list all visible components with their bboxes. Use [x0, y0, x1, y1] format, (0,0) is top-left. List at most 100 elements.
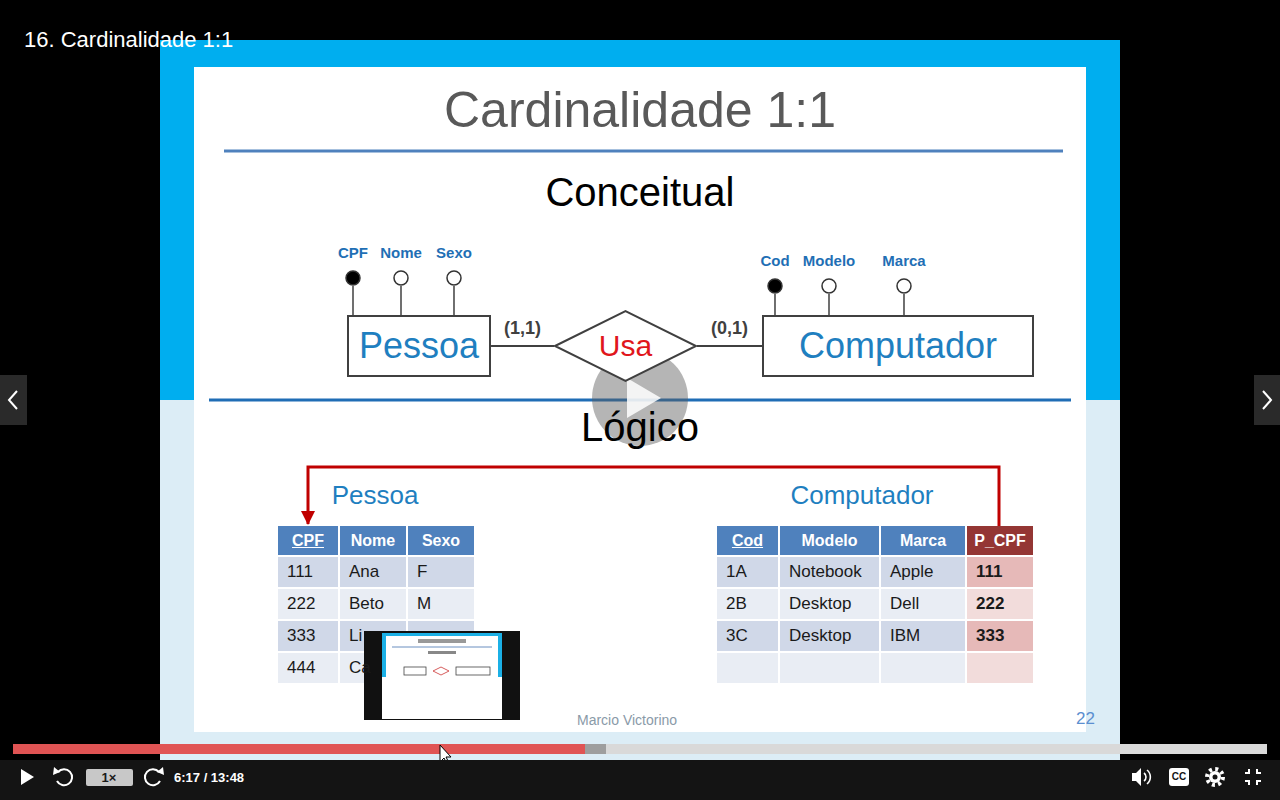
- attribute-circle: [766, 277, 784, 295]
- thumbnail-slide: [382, 633, 502, 719]
- control-bar: [0, 760, 1280, 800]
- table-cell: [881, 621, 965, 651]
- thumbnail-page: [386, 636, 498, 718]
- thumbnail-heading: [428, 651, 456, 654]
- cell-value: Beto: [340, 589, 406, 619]
- table-cell: [278, 621, 338, 651]
- cell-value: 333: [967, 621, 1033, 651]
- table-cell: [717, 557, 778, 587]
- cell-value: 3C: [717, 621, 778, 651]
- attribute: CPF: [338, 244, 368, 287]
- thumbnail-rule: [392, 647, 492, 648]
- cell-value: Ana: [340, 557, 406, 587]
- prev-icon: [9, 391, 17, 409]
- table-cell: [340, 557, 406, 587]
- table-cell: [780, 589, 879, 619]
- connector-line: [453, 286, 455, 315]
- table-cell: [780, 653, 879, 683]
- column-header: CPF: [278, 526, 338, 555]
- cell-value: F: [408, 557, 474, 587]
- table-cell: [881, 653, 965, 683]
- column-header: Cod: [717, 526, 778, 555]
- table-cell: [340, 589, 406, 619]
- table-cell: [780, 557, 879, 587]
- key-attribute-dot: [346, 271, 360, 285]
- cell-value: M: [408, 589, 474, 619]
- next-button: [1254, 375, 1280, 425]
- table-cell: [408, 589, 474, 619]
- attribute-circle: [820, 277, 838, 295]
- attribute: Nome: [380, 244, 422, 287]
- table-header-cell: [340, 526, 406, 555]
- column-header: Marca: [881, 526, 965, 555]
- connector-line: [491, 345, 554, 347]
- video-title: 16. Cardinalidade 1:1: [24, 27, 233, 53]
- section-heading: Lógico: [581, 403, 699, 451]
- cell-value: Apple: [881, 557, 965, 587]
- relationship-diamond: Usa: [554, 310, 697, 382]
- attribute-dot: [822, 279, 836, 293]
- attribute-name: CPF: [338, 244, 368, 262]
- table-header-cell: [967, 526, 1033, 555]
- entity-name: Computador: [799, 325, 997, 367]
- attribute-circle: [895, 277, 913, 295]
- attribute: Cod: [760, 252, 789, 295]
- cell-value: 333: [278, 621, 338, 651]
- table-header-cell: [780, 526, 879, 555]
- table-cell: [717, 621, 778, 651]
- column-header: Nome: [340, 526, 406, 555]
- table-cell: [780, 621, 879, 651]
- entity-name: Pessoa: [359, 325, 479, 367]
- section-heading: Conceitual: [545, 168, 734, 216]
- cell-value: IBM: [881, 621, 965, 651]
- table-name: Pessoa: [332, 480, 419, 510]
- table-cell: [278, 653, 338, 683]
- cell-value: 1A: [717, 557, 778, 587]
- column-header: Sexo: [408, 526, 474, 555]
- column-header: Modelo: [780, 526, 879, 555]
- connector-line: [352, 286, 354, 315]
- column-header: P_CPF: [967, 526, 1033, 555]
- cell-value: Li: [340, 621, 406, 651]
- connector-line: [828, 294, 830, 315]
- play-icon: [21, 769, 34, 785]
- table-cell: [278, 557, 338, 587]
- cell-value: Desktop: [780, 589, 879, 619]
- cell-value: 2B: [717, 589, 778, 619]
- next-icon: [1263, 391, 1271, 409]
- table-name: Computador: [790, 480, 933, 510]
- thumbnail-entity: [456, 667, 490, 675]
- table-header-cell: [717, 526, 778, 555]
- attribute-name: Sexo: [436, 244, 472, 262]
- replay-arrow: [53, 767, 60, 775]
- cell-value: Dell: [881, 589, 965, 619]
- cell-value: 222: [278, 589, 338, 619]
- attribute-name: Modelo: [803, 252, 856, 270]
- table-header-cell: [881, 526, 965, 555]
- attribute-dot: [897, 279, 911, 293]
- slide-title: Cardinalidade 1:1: [194, 80, 1086, 140]
- slide-footer: Marcio Victorino: [577, 712, 677, 729]
- time-display: 6:17 / 13:48: [174, 770, 244, 786]
- attribute-name: Cod: [760, 252, 789, 270]
- forward-arrow: [157, 767, 164, 775]
- speed-label: 1×: [102, 770, 117, 786]
- captions-label: CC: [1172, 771, 1186, 783]
- entity-box: Computador: [762, 315, 1034, 377]
- cell-value: 111: [278, 557, 338, 587]
- table-cell: [717, 653, 778, 683]
- table-cell: [717, 589, 778, 619]
- volume-waves: [1144, 770, 1150, 784]
- connector-line: [400, 286, 402, 315]
- cardinality-label: (1,1): [504, 317, 541, 339]
- table-header-cell: [278, 526, 338, 555]
- cell-value: Desktop: [780, 621, 879, 651]
- attribute-circle: [445, 269, 463, 287]
- cell-value: 444: [278, 653, 338, 683]
- attribute: Marca: [882, 252, 925, 295]
- attribute-circle: [344, 269, 362, 287]
- table-cell: [967, 589, 1033, 619]
- table-cell: [278, 589, 338, 619]
- progress-track: [13, 744, 1267, 754]
- cell-value: Notebook: [780, 557, 879, 587]
